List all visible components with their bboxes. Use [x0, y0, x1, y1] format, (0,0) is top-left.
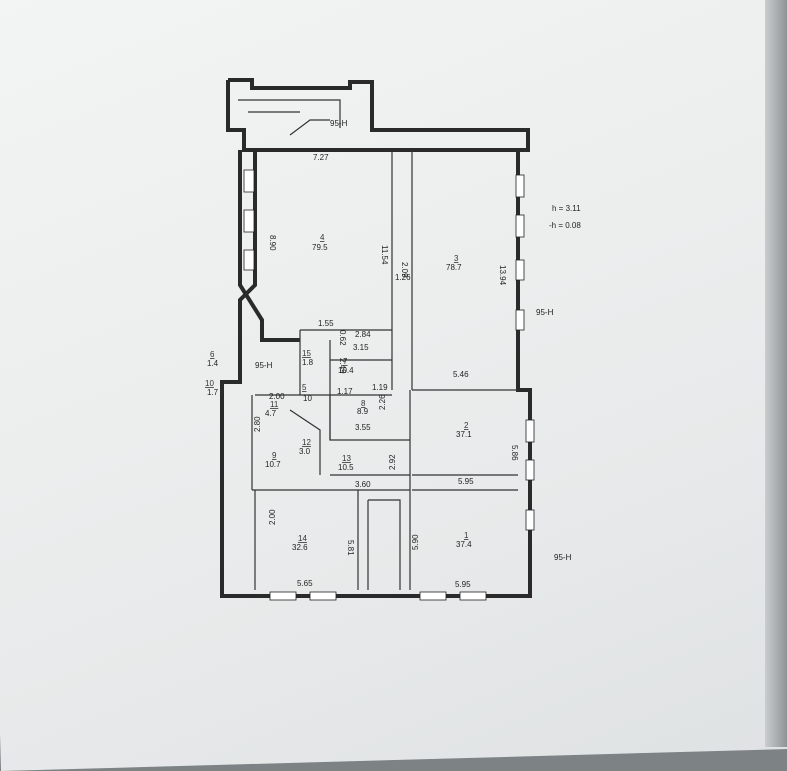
mark-right: 95-H [536, 308, 554, 317]
room-8-area: 8.9 [357, 407, 369, 416]
dim-label: 1.26 [395, 273, 411, 282]
dim-label: 5.46 [453, 370, 469, 379]
room-12-no: 12 [302, 438, 311, 447]
room-12-area: 3.0 [299, 447, 311, 456]
room-3-no: 3 [454, 254, 459, 263]
room-2-area: 37.1 [456, 430, 472, 439]
room-13-area: 10.5 [338, 463, 354, 472]
dim-label: 0.62 [338, 330, 347, 346]
dim-label: 5.95 [458, 477, 474, 486]
dim-label: 13.94 [498, 265, 507, 286]
monitor-bezel [765, 0, 787, 747]
partitions [251, 150, 518, 590]
room-1-area: 37.4 [456, 540, 472, 549]
dimension-labels: 7.27 8.90 11.54 2.09 1.26 13.94 1.55 0.6… [253, 153, 519, 589]
dim-label: 8.90 [268, 235, 277, 251]
dim-label: 1.19 [372, 383, 388, 392]
dim-label: 11.54 [380, 245, 389, 265]
dim-label: 5.81 [346, 540, 355, 556]
level-h: h = 3.11 [552, 204, 581, 213]
mark-bottom: 95-H [554, 553, 572, 562]
room-10-area: 1.7 [207, 388, 219, 397]
dim-label: 2.09 [400, 262, 409, 278]
room-4-no: 4 [320, 233, 325, 242]
dim-label: 3.55 [355, 423, 371, 432]
dim-label: 2.49 [338, 358, 347, 374]
room-15-area: 1.8 [302, 358, 314, 367]
room-11-area: 4.7 [265, 409, 277, 418]
dim-label: 5.95 [455, 580, 471, 589]
dim-label: 2.92 [388, 454, 397, 470]
dim-label: 5.90 [411, 534, 420, 550]
dim-label: 2.00 [269, 392, 285, 401]
room-7-area: 10.4 [338, 366, 354, 375]
dim-label: 5.86 [510, 445, 519, 461]
dim-label: 2.84 [355, 330, 371, 339]
room-1-no: 1 [464, 531, 469, 540]
dim-label: 7.27 [313, 153, 329, 162]
dim-label: 5.65 [297, 579, 313, 588]
room-2-no: 2 [464, 421, 469, 430]
room-5-no: 5 [302, 383, 307, 392]
mark-top: 95-H [330, 119, 348, 128]
room-9-no: 9 [272, 451, 277, 460]
room-5-area: 10 [303, 394, 312, 403]
dim-label: 1.55 [318, 319, 334, 328]
room-13-no: 13 [342, 454, 351, 463]
room-6-area: 1.4 [207, 359, 219, 368]
dim-label: 2.00 [268, 509, 277, 525]
room-9-area: 10.7 [265, 460, 281, 469]
dim-label: 3.15 [353, 343, 369, 352]
room-14-area: 32.6 [292, 543, 308, 552]
level-dh: -h = 0.08 [549, 221, 581, 230]
mark-left: 95-H [255, 361, 273, 370]
dim-label: 2.26 [378, 394, 387, 410]
room-11-no: 11 [270, 400, 279, 409]
floor-plan: h = 3.11 -h = 0.08 95-H 95-H 95-H 95-H 1… [205, 78, 581, 601]
room-14-no: 14 [298, 534, 307, 543]
room-8-no: 8 [361, 399, 366, 408]
room-4-area: 79.5 [312, 243, 328, 252]
room-10-no: 10 [205, 379, 214, 388]
dim-label: 1.17 [337, 387, 353, 396]
room-6-no: 6 [210, 350, 215, 359]
room-7-no: 7 [343, 357, 348, 366]
room-labels: 1 37.4 2 37.1 3 78.7 4 79.5 5 10 6 1.4 7… [205, 233, 472, 552]
dim-label: 2.80 [253, 416, 262, 432]
dim-label: 3.60 [355, 480, 371, 489]
windows [243, 169, 535, 601]
room-15-no: 15 [302, 349, 311, 358]
room-3-area: 78.7 [446, 263, 462, 272]
